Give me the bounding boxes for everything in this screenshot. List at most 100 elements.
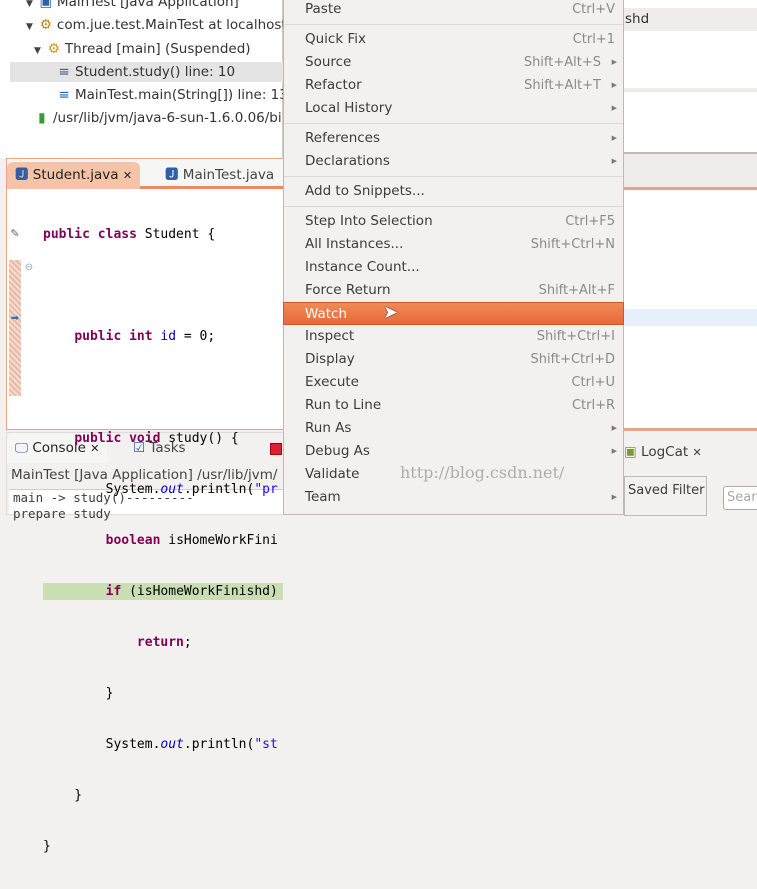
submenu-arrow-icon: ▶ [611, 104, 617, 112]
tree-item-frame-study[interactable]: ≡Student.study() line: 10 [10, 62, 283, 82]
submenu-arrow-icon: ▶ [611, 447, 617, 455]
code-line-current: if (isHomeWorkFinishd) [43, 583, 283, 600]
menu-item-label: All Instances... [305, 236, 404, 252]
code-line: boolean isHomeWorkFini [105, 533, 278, 548]
editor-tab-bar: 🅹 Student.java ✕ 🅹 MainTest.java [7, 159, 283, 189]
menu-item-label: Execute [305, 374, 359, 390]
menu-separator [284, 173, 623, 180]
code-line: System.out.println("pr [43, 482, 278, 497]
menu-item-declarations[interactable]: Declarations▶ [284, 150, 623, 173]
menu-item-debug-as[interactable]: Debug As ▶ [284, 440, 623, 463]
tree-item-thread[interactable]: ▼⚙Thread [main] (Suspended) [34, 41, 251, 57]
logcat-view: ▣ LogCat ✕ Saved Filter Sear [624, 428, 757, 516]
watermark: http://blog.csdn.net/ [400, 463, 565, 482]
menu-item-label: Force Return [305, 282, 391, 298]
menu-separator [284, 21, 623, 28]
java-app-icon: ▣ [39, 0, 53, 10]
menu-item-label: Paste [305, 1, 342, 17]
menu-item-label: Validate [305, 466, 360, 482]
menu-item-shortcut: Shift+Ctrl+D [530, 352, 615, 367]
menu-separator [284, 203, 623, 210]
saved-filter-button[interactable]: Saved Filter [624, 476, 707, 516]
code-fragment: shd [624, 8, 757, 31]
watch-marker-icon: ✎ [10, 227, 20, 240]
code-content[interactable]: public class Student { public int id = 0… [43, 192, 283, 889]
tree-item-process[interactable]: ▮/usr/lib/jvm/java-6-sun-1.6.0.06/bi [35, 108, 281, 128]
tab-console[interactable]: 🖵 Console ✕ [7, 433, 108, 463]
menu-item-label: Watch [305, 306, 348, 322]
menu-item-label: Instance Count... [305, 259, 420, 275]
tree-item-frame-main[interactable]: ≡MainTest.main(String[]) line: 13 [58, 87, 288, 103]
submenu-arrow-icon: ▶ [611, 134, 617, 142]
menu-item-label: Inspect [305, 328, 355, 344]
menu-item-references[interactable]: References ▶ [284, 127, 623, 150]
background-editor-right: shd ▣ LogCat ✕ Saved Filter Sear [624, 0, 757, 516]
menu-item-local-history[interactable]: Local History ▶ [284, 97, 623, 120]
menu-item-force-return[interactable]: Force Return Shift+Alt+F [284, 279, 623, 302]
range-indicator [9, 260, 21, 396]
console-view: 🖵 Console ✕ ☑ Tasks MainTest [Java Appli… [6, 432, 283, 521]
menu-item-label: Quick Fix [305, 31, 366, 47]
terminate-icon[interactable] [270, 443, 282, 455]
menu-item-shortcut: Shift+Ctrl+N [530, 237, 615, 252]
menu-item-label: Local History [305, 100, 393, 116]
console-icon: 🖵 [15, 440, 33, 456]
menu-item-label: Debug As [305, 443, 370, 459]
code-line: public int id = 0; [74, 329, 216, 344]
code-editor[interactable]: 🅹 Student.java ✕ 🅹 MainTest.java ✎ ⊖ ➡ p… [6, 158, 283, 854]
menu-item-shortcut: Ctrl+R [571, 398, 615, 413]
menu-item-watch[interactable]: Watch [283, 302, 624, 325]
menu-item-source[interactable]: Source Shift+Alt+S ▶ [284, 51, 623, 74]
tab-maintest-java[interactable]: 🅹 MainTest.java [165, 167, 275, 183]
menu-item-label: Run As [305, 420, 352, 436]
divider [624, 88, 757, 92]
menu-item-label: Declarations [305, 153, 390, 169]
console-output[interactable]: main -> study()---------prepare study [9, 489, 283, 521]
close-icon[interactable]: ✕ [122, 169, 133, 182]
menu-item-shortcut: Ctrl+1 [572, 32, 615, 47]
current-line-highlight [624, 309, 757, 326]
stack-frame-icon: ≡ [58, 64, 70, 80]
menu-item-team[interactable]: Team▶ [284, 486, 623, 509]
menu-item-label: References [305, 130, 381, 146]
menu-item-label: Refactor [305, 77, 362, 93]
menu-item-shortcut: Shift+Alt+F [538, 283, 615, 298]
code-line [43, 277, 283, 294]
submenu-arrow-icon: ▶ [611, 58, 617, 66]
code-line: public class Student { [43, 227, 216, 242]
menu-item-label: Display [305, 351, 355, 367]
menu-item-add-to-snippets[interactable]: Add to Snippets... [284, 180, 623, 203]
menu-item-all-instances[interactable]: All Instances... Shift+Ctrl+N [284, 233, 623, 256]
code-line: public void study() { [74, 431, 239, 446]
menu-item-quick-fix[interactable]: Quick Fix Ctrl+1 [284, 28, 623, 51]
tree-item-target[interactable]: ▼⚙com.jue.test.MainTest at localhost [26, 17, 287, 33]
gears-icon: ⚙ [39, 17, 52, 33]
menu-item-shortcut: Ctrl+U [571, 375, 615, 390]
debug-view: ▼▣MainTest [Java Application] ▼⚙com.jue.… [0, 0, 288, 158]
thread-icon: ⚙ [47, 41, 60, 57]
instruction-pointer-icon: ➡ [10, 313, 20, 324]
tree-item-launch[interactable]: ▼▣MainTest [Java Application] [26, 0, 239, 12]
menu-item-run-as[interactable]: Run As▶ [284, 417, 623, 440]
fold-icon[interactable]: ⊖ [24, 262, 34, 273]
close-icon[interactable]: ✕ [692, 446, 702, 459]
menu-item-validate[interactable]: Validate [284, 463, 623, 486]
menu-item-shortcut: Shift+Alt+S [523, 55, 601, 70]
close-icon[interactable]: ✕ [90, 442, 100, 455]
tasks-icon: ☑ [133, 440, 150, 456]
java-file-icon: 🅹 [165, 167, 183, 183]
menu-item-instance-count[interactable]: Instance Count... [284, 256, 623, 279]
code-line: System.out.println("st [43, 737, 278, 752]
menu-item-label: Source [305, 54, 352, 70]
menu-item-display[interactable]: Display Shift+Ctrl+D [284, 348, 623, 371]
tab-logcat[interactable]: ▣ LogCat ✕ [624, 444, 702, 460]
tab-student-java[interactable]: 🅹 Student.java ✕ [7, 162, 141, 189]
menu-item-execute[interactable]: Execute Ctrl+U [284, 371, 623, 394]
tab-tasks[interactable]: ☑ Tasks [133, 440, 186, 456]
search-input[interactable]: Sear [723, 486, 757, 510]
